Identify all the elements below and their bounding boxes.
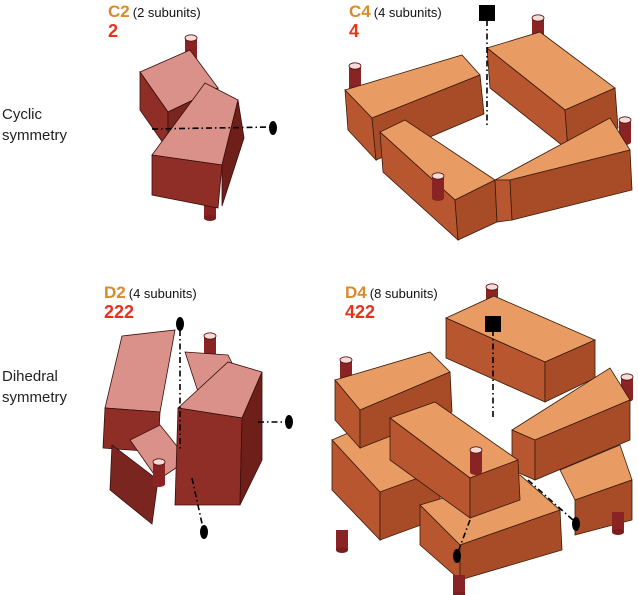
c2-axis-line [151,126,273,130]
c4-block-2-front [564,87,619,151]
d2-block-4-side [174,407,243,506]
d4-knob-bottom-left [336,530,348,553]
symmetry-code: D2 [104,283,126,302]
panel-label-d2: D2(4 subunits) 222 [104,284,197,321]
d4-knob-bottom-right [612,512,624,535]
c4-block-4-side [494,179,513,223]
d4-knob-front [469,446,483,476]
subunit-count: (4 subunits) [373,5,442,20]
d2-block-3-side [109,444,159,525]
c2-twofold-symbol [269,121,277,135]
d2-block-4-end [239,371,263,506]
subunit-count: (8 subunits) [369,286,438,301]
c4-fourfold-symbol [479,5,495,21]
d2-block-1-top [104,329,176,413]
d4-twofold-symbol-right [572,517,580,531]
d4-upper-block-3-front [534,399,631,481]
row-label-cyclic-line2: symmetry [2,127,67,144]
symmetry-code: C2 [108,2,130,21]
d2-twofold-symbol-right [285,415,293,429]
d2-knob-mid [152,458,166,488]
c4-block-4-front [509,149,633,221]
panel-label-d4: D4(8 subunits) 422 [345,284,438,321]
panel-label-c4: C4(4 subunits) 4 [349,3,442,40]
row-label-cyclic: Cyclic symmetry [2,104,67,146]
row-label-dihedral: Dihedral symmetry [2,366,67,408]
d4-axis-diagonal-right [527,479,574,521]
rotation-order: 422 [345,302,376,322]
row-label-dihedral-line2: symmetry [2,389,67,406]
d2-twofold-symbol-bottom [200,525,208,539]
panel-label-c2: C2(2 subunits) 2 [108,3,201,40]
d4-knob-bottom [453,575,465,595]
d4-upper-block-4-front [469,459,521,519]
subunit-count: (4 subunits) [128,286,197,301]
d4-lower-block-3-front [459,509,563,581]
c2-block-front-end [221,99,245,207]
c2-block-front-side [151,154,223,209]
rotation-order: 4 [349,21,360,41]
c2-assembly [139,34,277,221]
d2-twofold-symbol-top [176,317,184,331]
d4-upper-block-2-front [359,371,453,449]
subunit-count: (2 subunits) [132,5,201,20]
row-label-cyclic-line1: Cyclic [2,106,42,123]
d2-axis-diagonal [191,477,204,529]
d4-twofold-symbol-left [453,549,461,563]
d4-assembly [331,283,634,595]
c4-assembly [344,5,633,241]
c4-knob-4 [431,172,445,202]
d4-axis-diagonal-left [457,519,471,553]
symmetry-code: C4 [349,2,371,21]
row-label-dihedral-line1: Dihedral [2,368,58,385]
rotation-order: 2 [108,21,119,41]
symmetry-code: D4 [345,283,367,302]
d4-fourfold-symbol [485,316,501,332]
d2-assembly [102,317,293,539]
rotation-order: 222 [104,302,135,322]
